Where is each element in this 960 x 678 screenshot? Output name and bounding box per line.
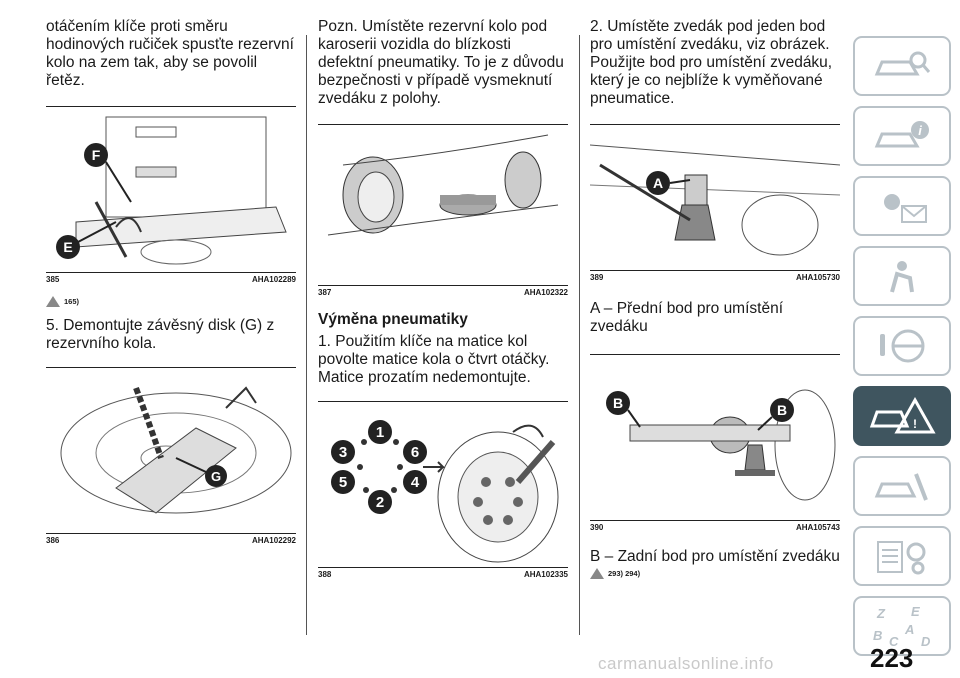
- nut-2: 2: [376, 494, 384, 511]
- figure-number: 389: [590, 273, 604, 282]
- nut-5: 5: [339, 474, 347, 491]
- car-info-icon: i: [874, 121, 929, 148]
- nut-sequence-illustration: 1 2 3 4 5 6: [331, 420, 559, 563]
- step-1-text: 1. Použitím klíče na matice kol povolte …: [318, 333, 550, 386]
- technical-data-icon: [877, 541, 926, 575]
- index-letters-icon: Z E A B C D: [873, 604, 931, 648]
- warning-ref-text: 165): [64, 297, 80, 306]
- tab-airbag-seat[interactable]: [853, 246, 951, 306]
- steering-wheel-icon: [880, 329, 925, 363]
- figure-385-caption: 385 AHA102289: [46, 273, 296, 284]
- figure-code: AHA102292: [251, 536, 296, 545]
- svg-text:Z: Z: [876, 606, 886, 621]
- figure-code: AHA102322: [523, 288, 568, 297]
- chapter-sidebar: i ! Z E A B C D: [853, 36, 953, 666]
- car-search-icon: [874, 51, 931, 76]
- step-2-text: 2. Umístěte zvedák pod jeden bod pro umí…: [590, 18, 833, 107]
- nut-pattern: 1 2 3 4 5 6: [331, 420, 427, 514]
- label-g-badge: [205, 465, 227, 487]
- warning-references: 293) 294): [590, 568, 840, 579]
- figure-386-caption: 386 AHA102292: [46, 534, 296, 545]
- figure-387: [318, 124, 568, 286]
- column-divider: [306, 35, 307, 635]
- svg-text:E: E: [911, 604, 920, 619]
- figure-385: F E: [46, 106, 296, 273]
- figure-number: 385: [46, 275, 60, 284]
- step-5-text: 5. Demontujte závěsný disk (G) z rezervn…: [46, 317, 275, 352]
- figure-387-caption: 387 AHA102322: [318, 286, 568, 297]
- svg-text:D: D: [921, 634, 931, 648]
- figure-390: B B: [590, 354, 840, 521]
- warning-refs-text: 293) 294): [608, 569, 641, 578]
- tailgate-illustration: F E: [56, 116, 287, 265]
- tab-car-search[interactable]: [853, 36, 951, 96]
- figure-389-caption: 389 AHA105730: [590, 271, 840, 282]
- dashboard-lights-icon: [884, 194, 927, 223]
- label-b-left: B: [613, 395, 623, 411]
- column-1: otáčením klíče proti směru hodinových ru…: [46, 18, 296, 545]
- tab-index[interactable]: Z E A B C D: [853, 596, 951, 656]
- watermark: carmanualsonline.info: [598, 654, 774, 673]
- figure-code: AHA102335: [523, 570, 568, 579]
- svg-text:i: i: [918, 123, 922, 138]
- label-f-badge: [84, 143, 108, 167]
- label-a: A: [653, 175, 663, 191]
- figure-388-caption: 388 AHA102335: [318, 568, 568, 579]
- front-jack-point-illustration: A: [590, 144, 840, 256]
- page-number: 223: [870, 643, 914, 673]
- svg-text:!: !: [913, 417, 917, 431]
- intro-text: otáčením klíče proti směru hodinových ru…: [46, 18, 294, 89]
- figure-390-caption: 390 AHA105743: [590, 521, 840, 532]
- warning-triangle-icon: [590, 568, 604, 579]
- label-a-badge: [646, 171, 670, 195]
- column-2: Pozn. Umístěte rezervní kolo pod karoser…: [318, 18, 568, 579]
- column-3: 2. Umístěte zvedák pod jeden bod pro umí…: [590, 18, 840, 579]
- warning-triangle-icon: [46, 296, 60, 307]
- figure-number: 388: [318, 570, 332, 579]
- figure-code: AHA105730: [795, 273, 840, 282]
- tab-dashboard-lights[interactable]: [853, 176, 951, 236]
- svg-text:B: B: [873, 628, 882, 643]
- label-b-right-badge: [770, 398, 794, 422]
- tab-technical-data[interactable]: [853, 526, 951, 586]
- label-f: F: [92, 147, 101, 163]
- figure-number: 387: [318, 288, 332, 297]
- nut-6: 6: [411, 444, 419, 461]
- column-divider: [579, 35, 580, 635]
- label-g: G: [211, 469, 221, 484]
- note-text: Pozn. Umístěte rezervní kolo pod karoser…: [318, 18, 564, 107]
- figure-386: G: [46, 367, 296, 534]
- section-heading: Výměna pneumatiky: [318, 311, 468, 328]
- nut-1: 1: [376, 424, 384, 441]
- nut-3: 3: [339, 444, 347, 461]
- figure-389: A: [590, 124, 840, 271]
- figure-code: AHA105743: [795, 523, 840, 532]
- spare-wheel-placement-illustration: [327, 134, 559, 236]
- airbag-seat-icon: [890, 261, 914, 293]
- label-e-badge: [56, 235, 80, 259]
- car-warning-icon: !: [869, 396, 936, 434]
- svg-text:C: C: [889, 634, 899, 648]
- tab-car-warning[interactable]: !: [853, 386, 951, 446]
- car-service-icon: [874, 473, 928, 501]
- warning-reference: 165): [46, 296, 296, 307]
- figure-number: 390: [590, 523, 604, 532]
- label-b-right: B: [777, 402, 787, 418]
- spare-wheel-disk-illustration: G: [60, 386, 292, 514]
- label-e: E: [63, 239, 72, 255]
- tab-car-info[interactable]: i: [853, 106, 951, 166]
- tab-steering-wheel[interactable]: [853, 316, 951, 376]
- figure-388: 1 2 3 4 5 6: [318, 401, 568, 568]
- caption-a: A – Přední bod pro umístění zvedáku: [590, 300, 784, 335]
- figure-code: AHA102289: [251, 275, 296, 284]
- label-b-left-badge: [606, 391, 630, 415]
- caption-b: B – Zadní bod pro umístění zvedáku: [590, 548, 840, 565]
- figure-number: 386: [46, 536, 60, 545]
- tab-car-service[interactable]: [853, 456, 951, 516]
- svg-text:A: A: [904, 622, 914, 637]
- nut-4: 4: [411, 474, 420, 491]
- rear-jack-point-illustration: B B: [606, 389, 836, 501]
